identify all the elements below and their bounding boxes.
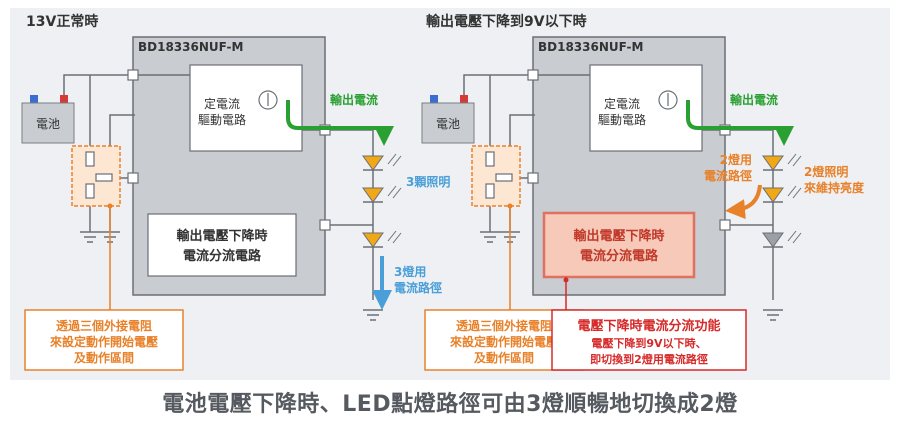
- right-battery-label: 電池: [436, 117, 460, 131]
- left-title: 13V正常時: [26, 13, 98, 30]
- left-path-line1: 3燈用: [394, 264, 426, 279]
- right-shunt-line2: 電流分流電路: [580, 248, 659, 264]
- right-func-box: [551, 309, 747, 371]
- battery-neg-terminal: [430, 95, 438, 103]
- battery-neg-terminal: [30, 95, 38, 103]
- left-ic-label: BD18336NUF-M: [138, 40, 243, 54]
- led-icon: [362, 155, 384, 171]
- right-cc-line2: 驅動電路: [598, 112, 646, 127]
- left-cc-line2: 驅動電路: [198, 112, 246, 127]
- right-circuit: 輸出電壓下降到9V以下時 BD18336NUF-M 電池: [421, 13, 865, 371]
- right-func-line2: 即切換到2燈用電流路徑: [590, 352, 708, 366]
- left-output-current-arrow: [286, 100, 394, 146]
- right-note-line1: 透過三個外接電阻: [456, 318, 552, 333]
- right-note-line3: 及動作區間: [474, 350, 534, 365]
- light-rays-icon: [787, 153, 802, 244]
- right-output-current-label: 輸出電流: [730, 92, 778, 107]
- left-shunt-line1: 輸出電壓下降時: [176, 228, 267, 244]
- right-cc-line1: 定電流: [604, 96, 640, 111]
- right-current-source-icon: [658, 90, 678, 110]
- figure-caption: 電池電壓下降時、LED點燈路徑可由3燈順暢地切換成2燈: [162, 392, 738, 417]
- right-resistors: [485, 151, 513, 199]
- left-shunt-line2: 電流分流電路: [183, 248, 262, 264]
- right-shunt-line1: 輸出電壓下降時: [573, 228, 664, 244]
- left-shunt-block: [147, 213, 297, 277]
- left-output-current-label: 輸出電流: [330, 92, 378, 107]
- led-icon: [362, 187, 384, 203]
- right-func-title: 電壓下降時電流分流功能: [577, 318, 720, 334]
- left-cc-line1: 定電流: [204, 96, 240, 111]
- left-three-led-label: 3顆照明: [406, 174, 450, 189]
- led-icon: [762, 155, 784, 171]
- right-path-line1: 2燈用: [720, 152, 752, 167]
- right-two-led-line1: 2燈照明: [804, 164, 848, 179]
- battery-pos-terminal: [460, 95, 468, 103]
- right-func-line1: 電壓下降到9V以下時、: [591, 336, 706, 350]
- left-cc-block: [189, 64, 303, 152]
- left-note-line2: 來設定動作開始電壓: [50, 334, 158, 349]
- left-current-source-icon: [258, 90, 278, 110]
- right-two-led-line2: 來維持亮度: [804, 180, 865, 195]
- left-battery-label: 電池: [36, 117, 60, 131]
- right-battery: 電池: [421, 95, 475, 144]
- right-shunt-block: [542, 211, 696, 279]
- right-led-string: [762, 153, 802, 248]
- left-circuit: 13V正常時 BD18336NUF-M 電池: [21, 13, 450, 371]
- right-path-arrow: [725, 184, 762, 220]
- right-cc-block: [589, 64, 703, 152]
- led-off-icon: [762, 232, 784, 248]
- left-battery: 電池: [21, 95, 75, 144]
- light-rays-icon: [387, 153, 402, 244]
- battery-pos-terminal: [60, 95, 68, 103]
- left-note-line1: 透過三個外接電阻: [56, 318, 152, 333]
- led-icon: [762, 187, 784, 203]
- left-path-line2: 電流路徑: [394, 280, 442, 295]
- led-icon: [362, 232, 384, 248]
- left-note-line3: 及動作區間: [74, 350, 134, 365]
- right-title: 輸出電壓下降到9V以下時: [426, 13, 587, 30]
- left-led-string: [362, 153, 402, 248]
- left-note-box: [24, 309, 184, 371]
- right-output-current-arrow: [686, 100, 794, 146]
- right-path-line2: 電流路徑: [704, 168, 752, 183]
- left-resistors: [85, 151, 113, 199]
- right-ic-label: BD18336NUF-M: [538, 40, 643, 54]
- right-note-line2: 來設定動作開始電壓: [450, 334, 558, 349]
